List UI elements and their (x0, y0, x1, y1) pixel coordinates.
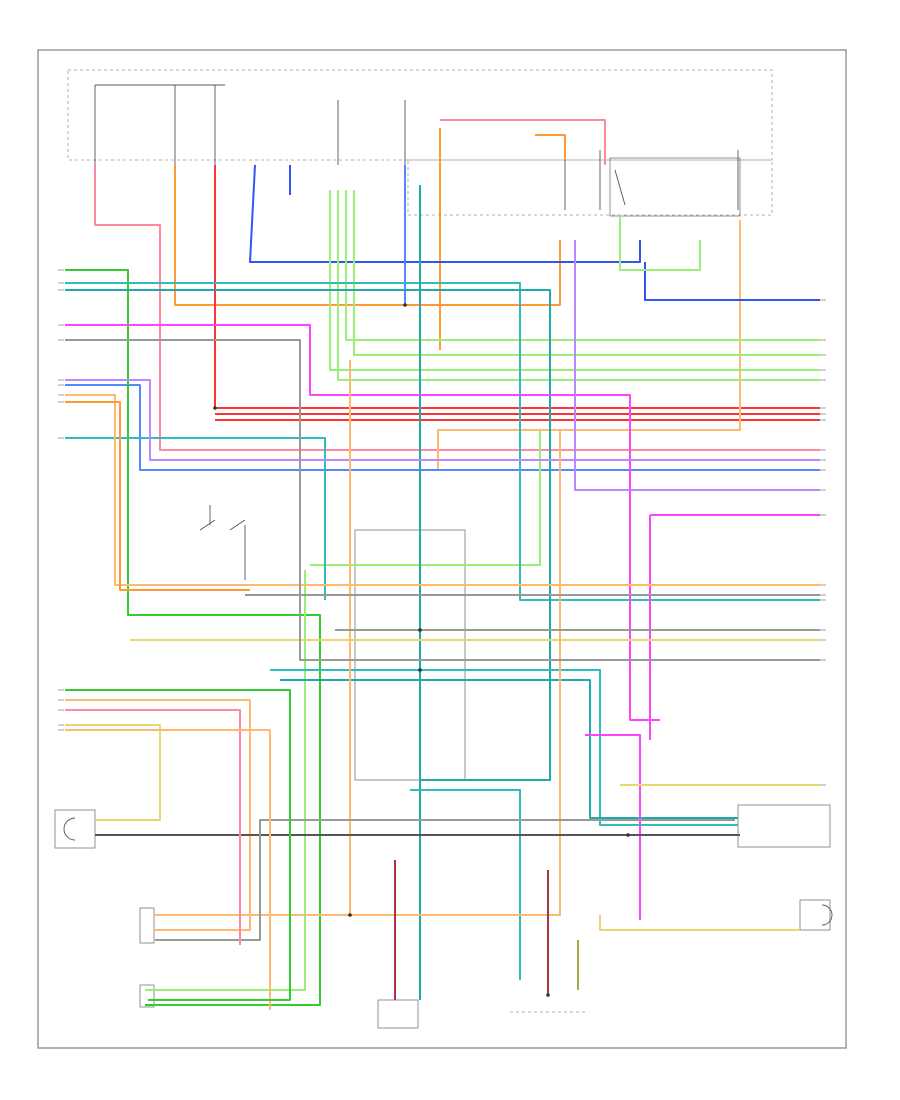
pcm-connector-box (377, 999, 419, 1029)
output-shaft-sensor-box (737, 804, 831, 848)
lower-sensor-box (139, 984, 155, 1008)
diagram-frame (37, 49, 847, 1049)
fuse-box-outline (67, 69, 773, 161)
junction-dots (213, 303, 630, 997)
solenoid-symbol (63, 817, 76, 841)
left-terminal-ticks (58, 269, 64, 731)
solenoid-connector-box (54, 809, 96, 849)
fuse-drops (94, 84, 406, 165)
tr-sensor-box (139, 907, 155, 944)
control-module-outline (354, 529, 466, 781)
speed-sensor-symbol (821, 904, 833, 926)
ground-switch-symbol (199, 505, 246, 580)
right-terminal-ticks (820, 299, 826, 786)
relay-box-outline (407, 159, 773, 216)
wires (65, 119, 820, 1010)
speed-sensor-box (799, 899, 831, 931)
